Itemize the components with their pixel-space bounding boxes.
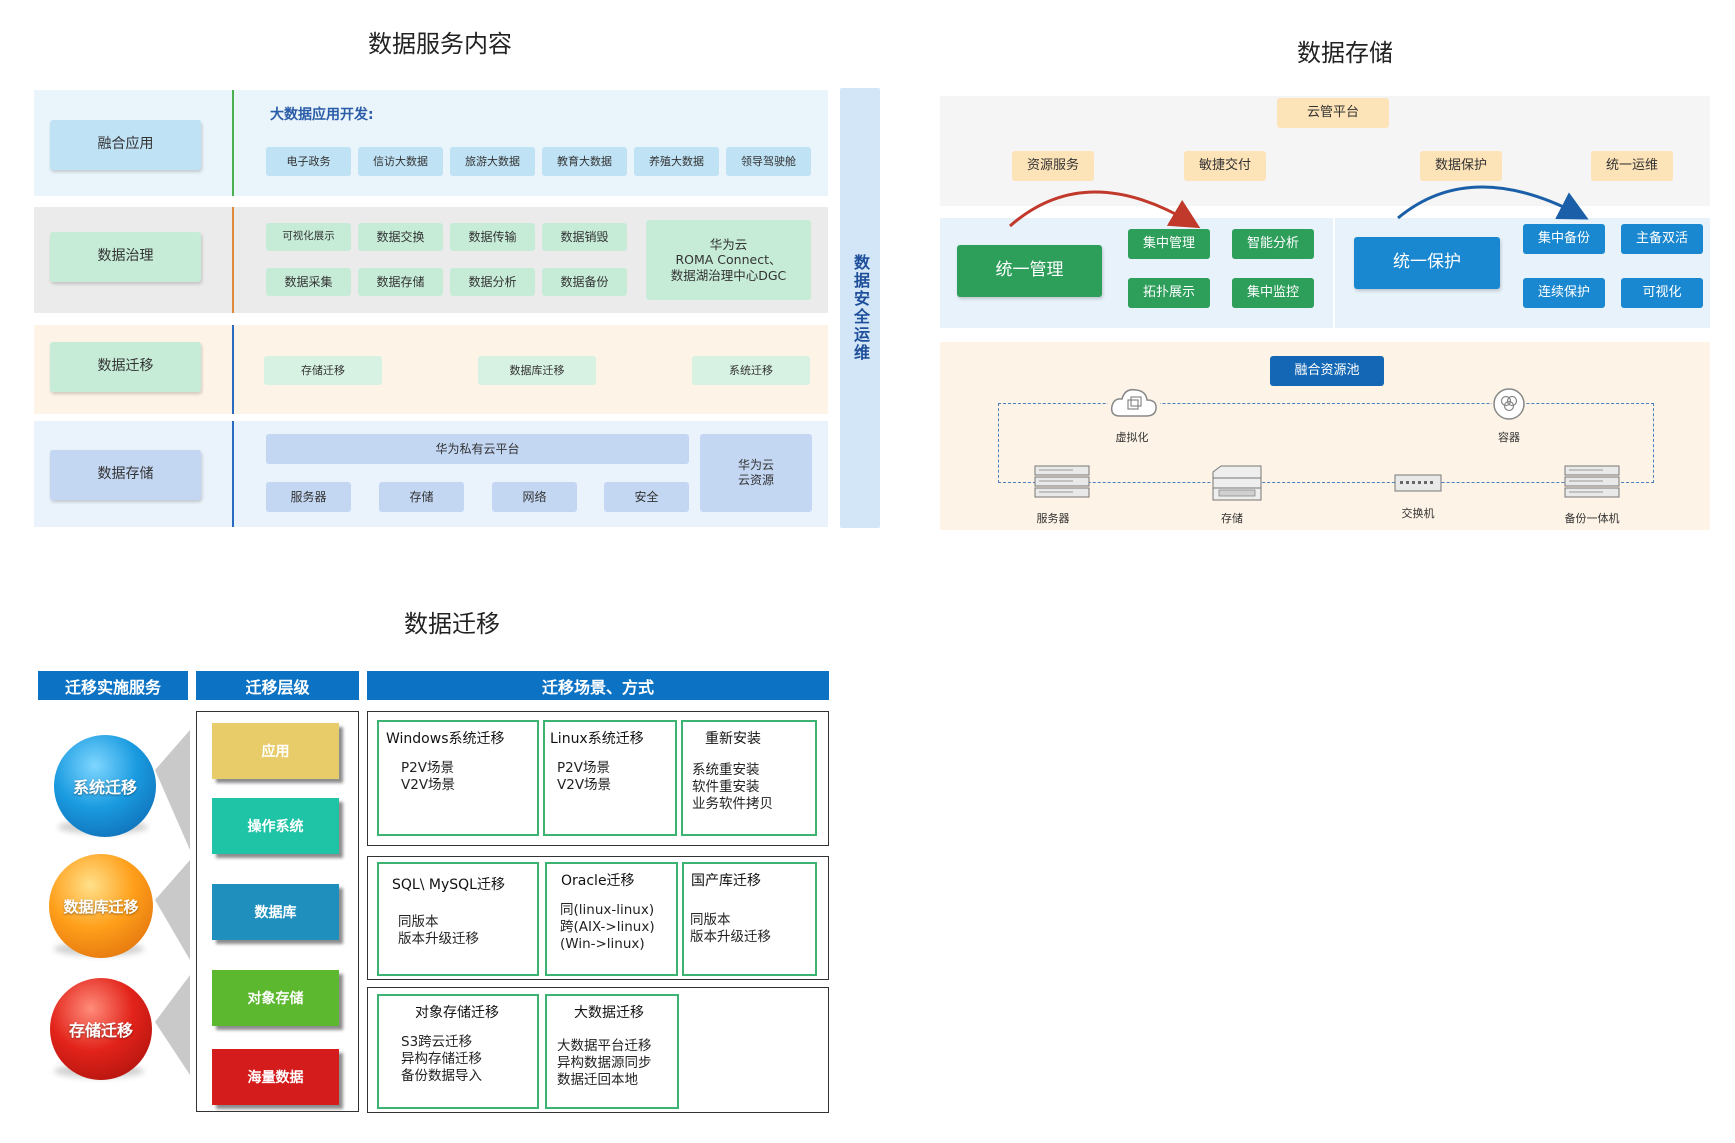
scenario-group-2 bbox=[367, 856, 829, 980]
migration-layer: 应用 bbox=[212, 723, 339, 779]
scenario-box: Oracle迁移 同(linux-linux) 跨(AIX->linux) (W… bbox=[545, 862, 678, 976]
migration-ball: 系统迁移 bbox=[54, 735, 156, 837]
migration-ball: 存储迁移 bbox=[50, 978, 152, 1080]
container-icon bbox=[1492, 387, 1526, 421]
scenario-box: Windows系统迁移 P2V场景 V2V场景 bbox=[377, 720, 539, 836]
migration-layer: 数据库 bbox=[212, 884, 339, 940]
migration-layer: 海量数据 bbox=[212, 1049, 339, 1105]
storage-tag: 数据保护 bbox=[1420, 151, 1502, 181]
unified-protection: 统一保护 bbox=[1354, 237, 1500, 289]
migration-header: 迁移层级 bbox=[196, 671, 359, 700]
switch-icon bbox=[1394, 473, 1442, 493]
row-migration-label: 数据迁移 bbox=[50, 342, 201, 392]
fusion-item: 领导驾驶舱 bbox=[726, 147, 811, 176]
governance-item: 数据交换 bbox=[358, 223, 443, 251]
migration-item: 系统迁移 bbox=[692, 356, 810, 385]
server-rack-icon bbox=[1033, 464, 1091, 500]
migration-item: 存储迁移 bbox=[264, 356, 382, 385]
unified-management: 统一管理 bbox=[957, 245, 1102, 297]
protect-item: 集中备份 bbox=[1523, 224, 1605, 254]
pool-top-label: 容器 bbox=[1498, 431, 1520, 444]
cloud-mgmt-platform: 云管平台 bbox=[1277, 98, 1389, 128]
layers-frame bbox=[196, 711, 359, 1112]
pool-dashed-frame bbox=[998, 403, 1654, 483]
storage-device-icon bbox=[1209, 464, 1265, 502]
scenario-box: 对象存储迁移 S3跨云迁移 异构存储迁移 备份数据导入 bbox=[377, 994, 539, 1109]
pool-bottom-label: 服务器 bbox=[1036, 512, 1070, 525]
migration-layer: 对象存储 bbox=[212, 970, 339, 1026]
row-governance-divider bbox=[232, 207, 234, 313]
migration-ball: 数据库迁移 bbox=[49, 854, 153, 958]
row-fusion-heading: 大数据应用开发: bbox=[270, 107, 374, 123]
governance-cloud-box: 华为云 ROMA Connect、 数据湖治理中心DGC bbox=[646, 220, 811, 300]
mgmt-item: 集中监控 bbox=[1232, 278, 1314, 308]
migration-header: 迁移实施服务 bbox=[38, 671, 188, 700]
storage-item: 存储 bbox=[379, 482, 464, 512]
storage-mgmt-divider bbox=[1333, 218, 1335, 328]
governance-item: 数据传输 bbox=[450, 223, 535, 251]
mgmt-item: 智能分析 bbox=[1232, 229, 1314, 259]
storage-item: 网络 bbox=[492, 482, 577, 512]
governance-item: 可视化展示 bbox=[266, 223, 351, 251]
governance-item: 数据存储 bbox=[358, 268, 443, 296]
fusion-item: 教育大数据 bbox=[542, 147, 627, 176]
scenario-box: SQL\ MySQL迁移 同版本 版本升级迁移 bbox=[377, 862, 539, 976]
services-title: 数据服务内容 bbox=[368, 30, 512, 58]
scenario-box: Linux系统迁移 P2V场景 V2V场景 bbox=[543, 720, 677, 836]
fusion-item: 电子政务 bbox=[266, 147, 351, 176]
mgmt-curve-arrow bbox=[1009, 190, 1201, 229]
migration-header: 迁移场景、方式 bbox=[367, 671, 829, 700]
mgmt-item: 集中管理 bbox=[1128, 229, 1210, 259]
pool-bottom-label: 存储 bbox=[1221, 512, 1243, 525]
storage-cloud-box: 华为云 云资源 bbox=[700, 434, 812, 512]
protect-curve-arrow bbox=[1397, 185, 1589, 220]
governance-item: 数据采集 bbox=[266, 268, 351, 296]
scenario-group-3 bbox=[367, 987, 829, 1113]
backup-appliance-icon bbox=[1563, 464, 1621, 500]
pool-bottom-label: 备份一体机 bbox=[1564, 512, 1620, 525]
migration-layer: 操作系统 bbox=[212, 798, 339, 854]
scenario-group-1 bbox=[367, 711, 829, 846]
migration-title: 数据迁移 bbox=[404, 610, 500, 638]
row-storage-label: 数据存储 bbox=[50, 450, 201, 500]
cloud-virtualization-icon bbox=[1108, 384, 1160, 422]
scenario-box: 国产库迁移 同版本 版本升级迁移 bbox=[682, 862, 817, 976]
fusion-item: 旅游大数据 bbox=[450, 147, 535, 176]
storage-tag: 资源服务 bbox=[1012, 151, 1094, 181]
mgmt-item: 拓扑展示 bbox=[1128, 278, 1210, 308]
pool-top-label: 虚拟化 bbox=[1115, 431, 1149, 444]
storage-tag: 统一运维 bbox=[1591, 151, 1673, 181]
storage-tag: 敏捷交付 bbox=[1184, 151, 1266, 181]
storage-title: 数据存储 bbox=[1297, 39, 1393, 67]
scenario-box: 重新安装 系统重安装 软件重安装 业务软件拷贝 bbox=[681, 720, 817, 836]
fusion-resource-pool: 融合资源池 bbox=[1270, 356, 1384, 386]
storage-item: 服务器 bbox=[266, 482, 351, 512]
storage-item: 安全 bbox=[604, 482, 689, 512]
row-fusion-label: 融合应用 bbox=[50, 120, 201, 170]
row-migration-divider bbox=[232, 325, 234, 414]
scenario-box: 大数据迁移 大数据平台迁移 异构数据源同步 数据迁回本地 bbox=[545, 994, 679, 1109]
migration-item: 数据库迁移 bbox=[478, 356, 596, 385]
protect-item: 连续保护 bbox=[1523, 278, 1605, 308]
pool-bottom-label: 交换机 bbox=[1401, 507, 1435, 520]
row-governance-label: 数据治理 bbox=[50, 232, 201, 282]
fusion-item: 养殖大数据 bbox=[634, 147, 719, 176]
row-storage-divider bbox=[232, 421, 234, 527]
fusion-item: 信访大数据 bbox=[358, 147, 443, 176]
storage-platform: 华为私有云平台 bbox=[266, 434, 689, 464]
protect-item: 可视化 bbox=[1621, 278, 1703, 308]
governance-item: 数据分析 bbox=[450, 268, 535, 296]
governance-item: 数据销毁 bbox=[542, 223, 627, 251]
row-fusion-divider bbox=[232, 90, 234, 196]
governance-item: 数据备份 bbox=[542, 268, 627, 296]
protect-item: 主备双活 bbox=[1621, 224, 1703, 254]
security-ops-side-label: 数据安全运维 bbox=[840, 88, 880, 528]
